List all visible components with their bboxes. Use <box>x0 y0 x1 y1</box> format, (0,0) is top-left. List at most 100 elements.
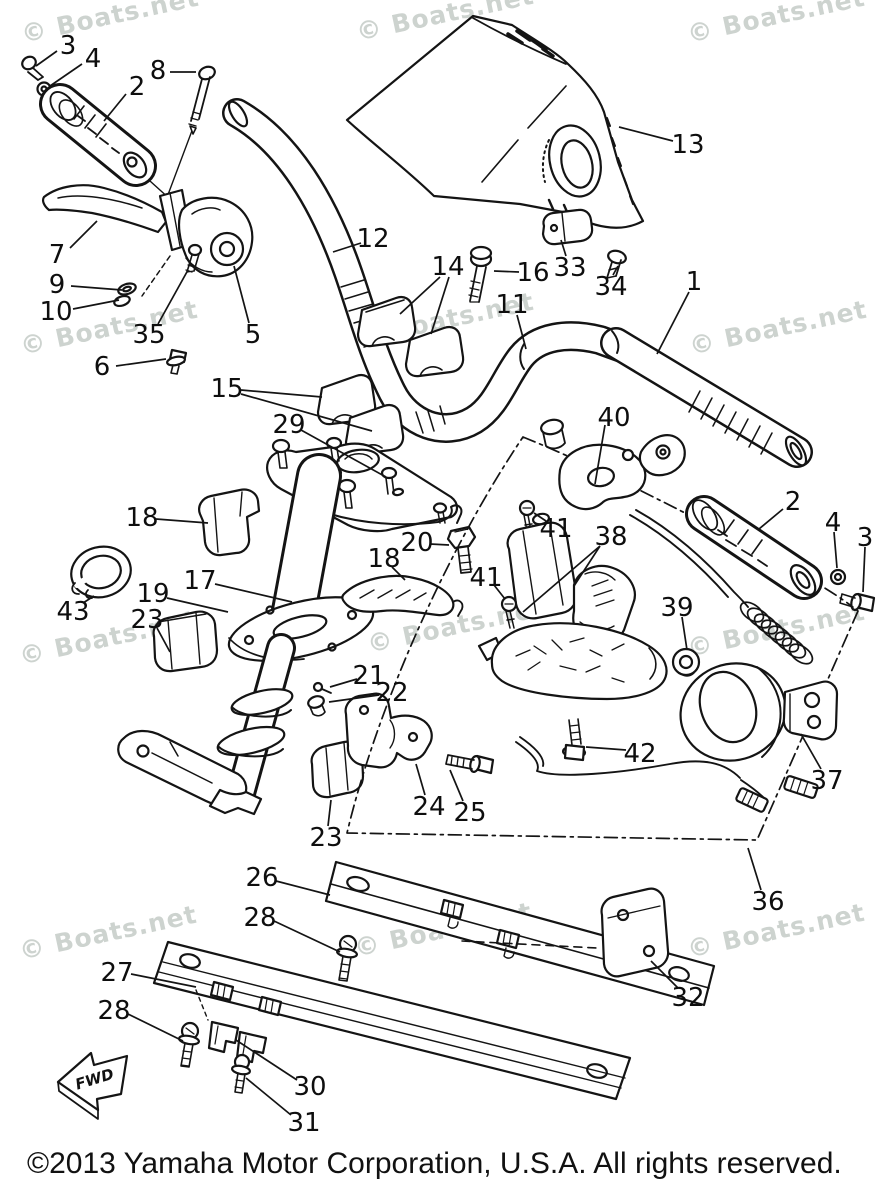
handlebar-drawing <box>225 99 810 468</box>
part-number-label: 10 <box>39 297 72 327</box>
leader-line <box>82 595 95 604</box>
leader-line <box>833 531 838 569</box>
part-number-label: 19 <box>136 579 169 609</box>
washer-10 <box>113 294 131 308</box>
part-number-label: 30 <box>293 1072 326 1102</box>
part-number-label: 14 <box>431 252 464 282</box>
part-number-label: 41 <box>539 514 572 544</box>
grip-2-left <box>45 87 150 181</box>
part-number-label: 22 <box>375 678 408 708</box>
screw-28a <box>336 934 358 982</box>
leader-line <box>449 769 464 802</box>
leader-line <box>612 265 619 276</box>
part-number-label: 3 <box>857 523 874 553</box>
part-number-label: 28 <box>97 996 130 1026</box>
part-number-label: 2 <box>129 72 146 102</box>
leader-line <box>70 285 123 291</box>
plate-33 <box>541 208 594 246</box>
bracket-24 <box>344 692 433 769</box>
leader-line <box>391 566 406 581</box>
leader-line <box>214 583 293 603</box>
part-number-label: 15 <box>210 374 243 404</box>
part-number-label: 35 <box>132 320 165 350</box>
leader-line <box>235 1039 298 1081</box>
part-number-label: 4 <box>825 508 842 538</box>
part-number-label: 12 <box>356 224 389 254</box>
leader-line <box>69 220 98 249</box>
leader-line <box>800 733 822 770</box>
handlebar-clamps-drawing <box>316 245 493 456</box>
screw-3 <box>21 55 44 81</box>
part-number-label: 21 <box>352 661 385 691</box>
leader-line <box>493 584 506 600</box>
part-number-label: 1 <box>686 267 703 297</box>
part-number-label: 27 <box>100 958 133 988</box>
part-number-label: 41 <box>469 563 502 593</box>
cover-hole <box>548 124 602 198</box>
leader-line <box>156 627 171 653</box>
cover-logo-marks <box>506 29 555 58</box>
part-number-label: 42 <box>623 739 656 769</box>
spring <box>739 601 814 665</box>
leader-line <box>493 270 520 273</box>
bolt-34 <box>606 249 627 279</box>
part-number-label: 40 <box>597 403 630 433</box>
part-number-label: 24 <box>412 792 445 822</box>
leader-line <box>275 880 331 896</box>
leader-line <box>516 314 527 350</box>
leader-line <box>328 694 380 703</box>
screw-35 <box>185 243 203 273</box>
part-number-label: 43 <box>56 597 89 627</box>
leader-line <box>240 389 323 398</box>
sensor-37 <box>679 662 839 762</box>
mounting-plates-drawing <box>152 860 716 1101</box>
leader-line <box>560 239 567 257</box>
bolt-42 <box>561 718 587 762</box>
leader-line <box>103 93 127 122</box>
part-number-label: 32 <box>671 983 704 1013</box>
part-number-label: 17 <box>183 566 216 596</box>
leader-line <box>300 429 387 478</box>
switch-base-plate <box>477 622 668 701</box>
leader-line <box>747 847 762 891</box>
screw-31 <box>231 1053 251 1094</box>
copyright-text: ©2013 Yamaha Motor Corporation, U.S.A. A… <box>27 1147 842 1180</box>
part-number-label: 6 <box>94 352 111 382</box>
screw-28b <box>178 1021 200 1068</box>
part-number-label: 34 <box>594 272 627 302</box>
handlebar-cover-drawing <box>345 14 645 279</box>
part-number-label: 8 <box>150 56 167 86</box>
collar-22 <box>307 695 326 717</box>
leader-line <box>245 1077 292 1116</box>
part-number-label: 38 <box>594 522 627 552</box>
bracket-32 <box>600 887 670 978</box>
throttle-cable <box>629 509 749 608</box>
part-number-label: 11 <box>495 290 528 320</box>
leader-line <box>273 920 341 953</box>
leader-line <box>430 276 450 335</box>
leader-line <box>115 358 167 367</box>
screw-41b <box>500 595 518 629</box>
wire-harness <box>515 736 819 813</box>
leader-line <box>585 746 627 751</box>
part-number-label: 23 <box>130 605 163 635</box>
damper-23a <box>152 610 219 673</box>
bushing <box>540 418 566 450</box>
leader-line <box>758 508 784 530</box>
part-number-label: 4 <box>85 44 102 74</box>
bolt-25 <box>445 754 495 775</box>
bracket-18a <box>198 488 261 557</box>
leader-line <box>166 597 229 613</box>
leader-line <box>533 512 547 522</box>
leader-line <box>429 543 450 546</box>
leader-line <box>130 973 197 988</box>
ring-43 <box>70 545 132 600</box>
part-number-label: 13 <box>671 130 704 160</box>
washer-9 <box>117 282 137 296</box>
pin-21 <box>312 681 332 694</box>
leader-line <box>35 50 58 67</box>
part-number-label: 2 <box>785 487 802 517</box>
part-number-label: 29 <box>272 410 305 440</box>
